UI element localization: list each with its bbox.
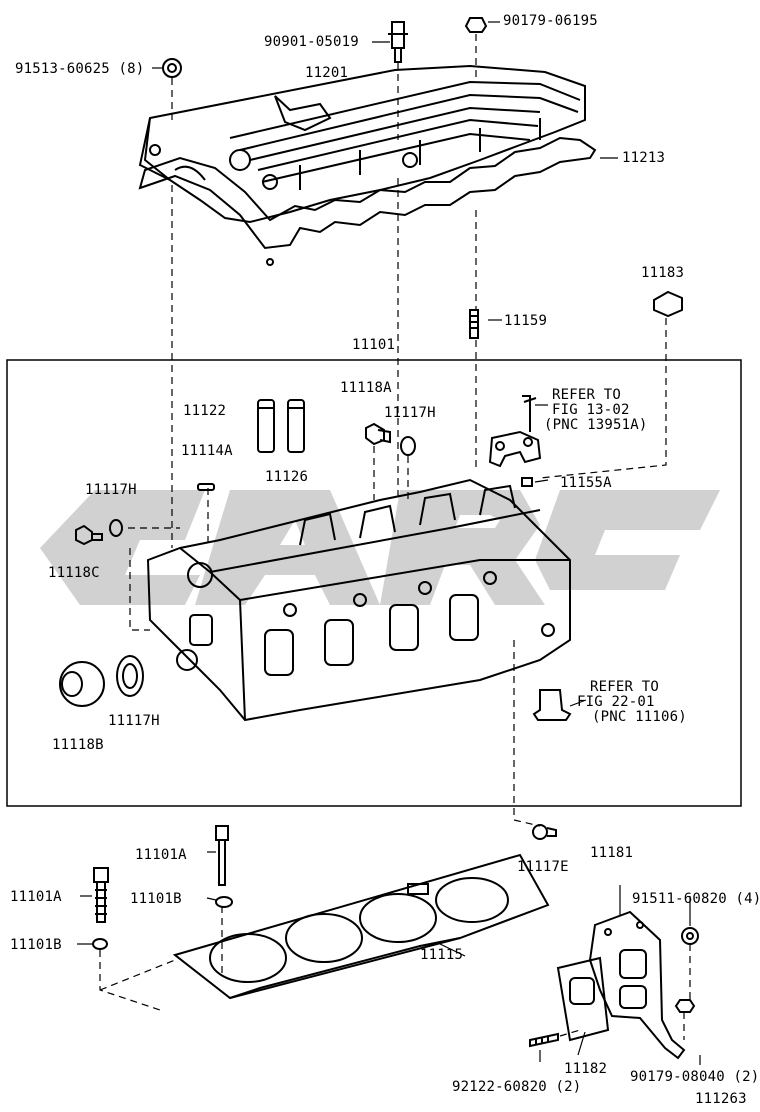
head-gasket xyxy=(172,853,550,1000)
plug-11118b xyxy=(59,655,144,707)
label-11117h-top: 11117H xyxy=(384,405,436,421)
plug-11117e xyxy=(532,824,557,840)
label-11118b: 11118B xyxy=(52,737,104,753)
label-refer-13-02-line3: (PNC 13951A) xyxy=(544,417,648,433)
water-housing xyxy=(556,910,686,1060)
label-refer-13-02-line1: REFER TO xyxy=(552,387,622,403)
valve-cover xyxy=(138,64,586,224)
label-11101a-upper: 11101A xyxy=(135,847,187,863)
label-90179-06195: 90179-06195 xyxy=(503,13,598,29)
label-refer-13-02-line2: FIG 13-02 xyxy=(552,402,630,418)
fasteners-housing xyxy=(529,927,699,1048)
label-11117h-bottom: 11117H xyxy=(108,713,160,729)
label-11201: 11201 xyxy=(305,65,349,81)
guide-lines xyxy=(99,34,691,1040)
label-11117e: 11117E xyxy=(517,859,569,875)
label-11115: 11115 xyxy=(420,947,464,963)
label-11117h-left: 11117H xyxy=(85,482,137,498)
valve-guides xyxy=(257,399,305,453)
figure-number: 111263 xyxy=(695,1091,747,1107)
seal-washer-91513 xyxy=(162,58,182,78)
label-90179-08040: 90179-08040 (2) xyxy=(630,1069,760,1085)
label-11101b-lower: 11101B xyxy=(10,937,62,953)
label-11114a: 11114A xyxy=(181,443,233,459)
label-refer-22-01-line2: FIG 22-01 xyxy=(577,694,655,710)
label-11122: 11122 xyxy=(183,403,227,419)
label-refer-22-01-line3: (PNC 11106) xyxy=(592,709,687,725)
label-11101b-upper: 11101B xyxy=(130,891,182,907)
label-11183: 11183 xyxy=(641,265,685,281)
stud-11159 xyxy=(469,309,479,339)
nut-90179 xyxy=(464,17,488,33)
bolt-11118c xyxy=(75,519,123,546)
label-91513-60625: 91513-60625 (8) xyxy=(15,61,145,77)
watermark-logo xyxy=(40,490,720,605)
label-91511-60820: 91511-60820 (4) xyxy=(632,891,760,907)
label-11118a: 11118A xyxy=(340,380,392,396)
bearing-cap xyxy=(488,395,542,487)
label-92122-60820: 92122-60820 (2) xyxy=(452,1079,582,1095)
label-11101a-lower: 11101A xyxy=(10,889,62,905)
valve-cover-gasket xyxy=(138,136,597,266)
label-refer-22-01-line1: REFER TO xyxy=(590,679,660,695)
label-11126: 11126 xyxy=(265,469,309,485)
label-11181: 11181 xyxy=(590,845,634,861)
bolt-90901 xyxy=(388,21,408,63)
label-11155a: 11155A xyxy=(560,475,612,491)
bolt-11118a xyxy=(365,422,416,456)
label-11213: 11213 xyxy=(622,150,666,166)
label-11159: 11159 xyxy=(504,313,548,329)
label-11118c: 11118C xyxy=(48,565,100,581)
pin-11114a xyxy=(197,483,215,491)
leader-lines xyxy=(77,21,701,1065)
label-11101: 11101 xyxy=(352,337,396,353)
label-90901-05019: 90901-05019 xyxy=(264,34,359,50)
cylinder-head-frame xyxy=(6,359,742,807)
cylinder-head xyxy=(146,478,571,722)
label-11182: 11182 xyxy=(564,1061,608,1077)
plug-11183 xyxy=(653,290,683,318)
head-bolts xyxy=(92,825,233,950)
sensor-11106 xyxy=(532,689,572,721)
